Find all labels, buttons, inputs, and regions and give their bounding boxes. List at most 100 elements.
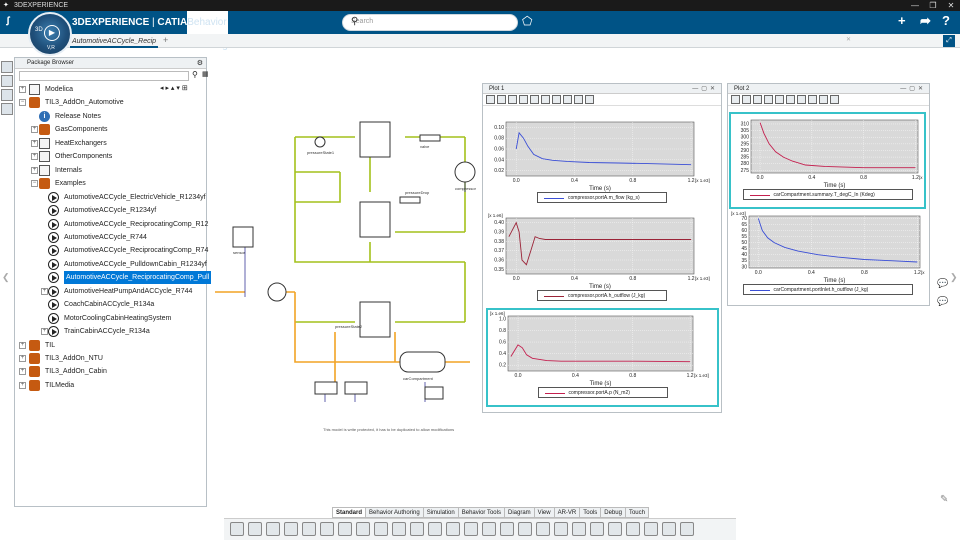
- collapse-left-icon[interactable]: ❮: [2, 272, 10, 282]
- evaporator-block[interactable]: [359, 201, 391, 238]
- filter-options-icon[interactable]: ▦: [202, 71, 209, 78]
- expand-toggle-icon[interactable]: +: [31, 126, 38, 134]
- expand-toggle-icon[interactable]: +: [41, 287, 48, 295]
- expand-toggle-icon[interactable]: +: [31, 139, 38, 147]
- workspace-tab[interactable]: Debug: [600, 507, 625, 518]
- collapse-right-icon[interactable]: ❯: [950, 272, 958, 282]
- chart-legend[interactable]: compressor.portA.h_outflow (J_kg): [537, 290, 667, 301]
- plot-tool-icon[interactable]: [585, 95, 594, 104]
- pressure-sensor[interactable]: [314, 136, 326, 148]
- tree-item[interactable]: +OtherComponents: [15, 150, 206, 163]
- action-tool-icon[interactable]: [248, 522, 262, 536]
- document-tab[interactable]: AutomotiveACCycle_Recip: [70, 35, 159, 48]
- action-tool-icon[interactable]: [266, 522, 280, 536]
- fan-symbol[interactable]: [267, 282, 287, 302]
- expand-toggle-icon[interactable]: +: [41, 328, 48, 336]
- action-tool-icon[interactable]: [644, 522, 658, 536]
- action-tool-icon[interactable]: [392, 522, 406, 536]
- expand-toggle-icon[interactable]: +: [19, 341, 26, 349]
- tree-item[interactable]: AutomotiveACCycle_ReciprocatingComp_Pull: [15, 271, 212, 285]
- action-tool-icon[interactable]: [320, 522, 334, 536]
- action-tool-icon[interactable]: [680, 522, 694, 536]
- plot-tool-icon[interactable]: [530, 95, 539, 104]
- action-tool-icon[interactable]: [518, 522, 532, 536]
- plot-tool-icon[interactable]: [486, 95, 495, 104]
- action-tool-icon[interactable]: [302, 522, 316, 536]
- action-tool-icon[interactable]: [536, 522, 550, 536]
- action-tool-icon[interactable]: [338, 522, 352, 536]
- chart-legend[interactable]: carCompartment.summary.T_degC_In (Kdeg): [742, 189, 913, 200]
- help-icon[interactable]: ?: [942, 13, 950, 28]
- car-compartment-block[interactable]: [399, 351, 446, 373]
- tab-bar-close-icon[interactable]: ✕: [846, 37, 852, 43]
- workspace-tab[interactable]: AR-VR: [553, 507, 580, 518]
- plot-tool-icon[interactable]: [808, 95, 817, 104]
- tree-item[interactable]: +Internals: [15, 164, 206, 177]
- action-tool-icon[interactable]: [482, 522, 496, 536]
- action-tool-icon[interactable]: [464, 522, 478, 536]
- plot-tool-icon[interactable]: [742, 95, 751, 104]
- chart-legend[interactable]: compressor.portA.m_flow (kg_s): [537, 192, 667, 203]
- plot-tool-icon[interactable]: [731, 95, 740, 104]
- plot-tool-icon[interactable]: [764, 95, 773, 104]
- input-block[interactable]: [232, 226, 254, 248]
- plot-tool-icon[interactable]: [819, 95, 828, 104]
- search-input[interactable]: Search: [351, 18, 374, 25]
- package-filter-input[interactable]: [19, 71, 189, 81]
- action-tool-icon[interactable]: [446, 522, 460, 536]
- plot-tool-icon[interactable]: [541, 95, 550, 104]
- diagram-canvas[interactable]: pressureState1 pressureState2 pressureDr…: [215, 82, 485, 442]
- expand-toggle-icon[interactable]: +: [19, 381, 26, 389]
- plot-tool-icon[interactable]: [775, 95, 784, 104]
- action-tool-icon[interactable]: [500, 522, 514, 536]
- search-icon[interactable]: ⚲: [351, 16, 359, 27]
- action-tool-icon[interactable]: [410, 522, 424, 536]
- share-icon[interactable]: ➦: [920, 13, 931, 28]
- expand-toggle-icon[interactable]: +: [19, 86, 26, 93]
- plot1-window-controls[interactable]: —▢✕: [692, 86, 718, 92]
- expand-toggle-icon[interactable]: −: [19, 99, 26, 107]
- tree-item[interactable]: AutomotiveACCycle_ElectricVehicle_R1234y…: [15, 191, 206, 204]
- action-tool-icon[interactable]: [284, 522, 298, 536]
- plot2-window-controls[interactable]: —▢✕: [900, 86, 926, 92]
- workspace-tab[interactable]: View: [533, 507, 554, 518]
- chart-legend[interactable]: carCompartment.portInlet.h_outflow (J_kg…: [742, 284, 913, 295]
- tree-item[interactable]: AutomotiveACCycle_R1234yf: [15, 204, 206, 217]
- plot-tool-icon[interactable]: [830, 95, 839, 104]
- action-tool-icon[interactable]: [590, 522, 604, 536]
- tree-item[interactable]: +TIL: [15, 339, 206, 352]
- action-tool-icon[interactable]: [626, 522, 640, 536]
- compass-widget[interactable]: 3D ▶ V,R: [28, 12, 72, 56]
- side-strip-tool-icon[interactable]: [1, 61, 13, 73]
- action-tool-icon[interactable]: [608, 522, 622, 536]
- tree-item[interactable]: AutomotiveACCycle_ReciprocatingComp_R12: [15, 218, 208, 231]
- expand-toggle-icon[interactable]: +: [19, 368, 26, 376]
- workspace-tab[interactable]: Diagram: [503, 507, 534, 518]
- plot-tool-icon[interactable]: [753, 95, 762, 104]
- expand-toggle-icon[interactable]: +: [31, 166, 38, 174]
- tree-item[interactable]: +TrainCabinACCycle_R134a: [15, 325, 206, 338]
- tree-item[interactable]: MotorCoolingCabinHeatingSystem: [15, 312, 206, 325]
- compass-play-icon[interactable]: ▶: [44, 25, 60, 41]
- tree-nav-controls[interactable]: ◂ ▸ ▴ ▾ ⊞: [160, 85, 188, 92]
- fullscreen-icon[interactable]: ⤢: [943, 35, 955, 47]
- action-tool-icon[interactable]: [374, 522, 388, 536]
- tree-item[interactable]: −TIL3_AddOn_Automotive: [15, 96, 206, 109]
- expand-toggle-icon[interactable]: −: [31, 180, 38, 188]
- tree-item[interactable]: +HeatExchangers: [15, 137, 206, 150]
- plot-tool-icon[interactable]: [497, 95, 506, 104]
- tree-item[interactable]: AutomotiveACCycle_ReciprocatingComp_R74: [15, 244, 208, 257]
- plot-tool-icon[interactable]: [519, 95, 528, 104]
- compressor-symbol[interactable]: [454, 161, 476, 183]
- plot-tool-icon[interactable]: [797, 95, 806, 104]
- output-block[interactable]: [424, 386, 444, 400]
- workspace-tab[interactable]: Simulation: [422, 507, 458, 518]
- output-block[interactable]: [344, 381, 368, 395]
- side-strip-tool-icon[interactable]: [1, 103, 13, 115]
- search-icon[interactable]: ⚲: [192, 70, 198, 79]
